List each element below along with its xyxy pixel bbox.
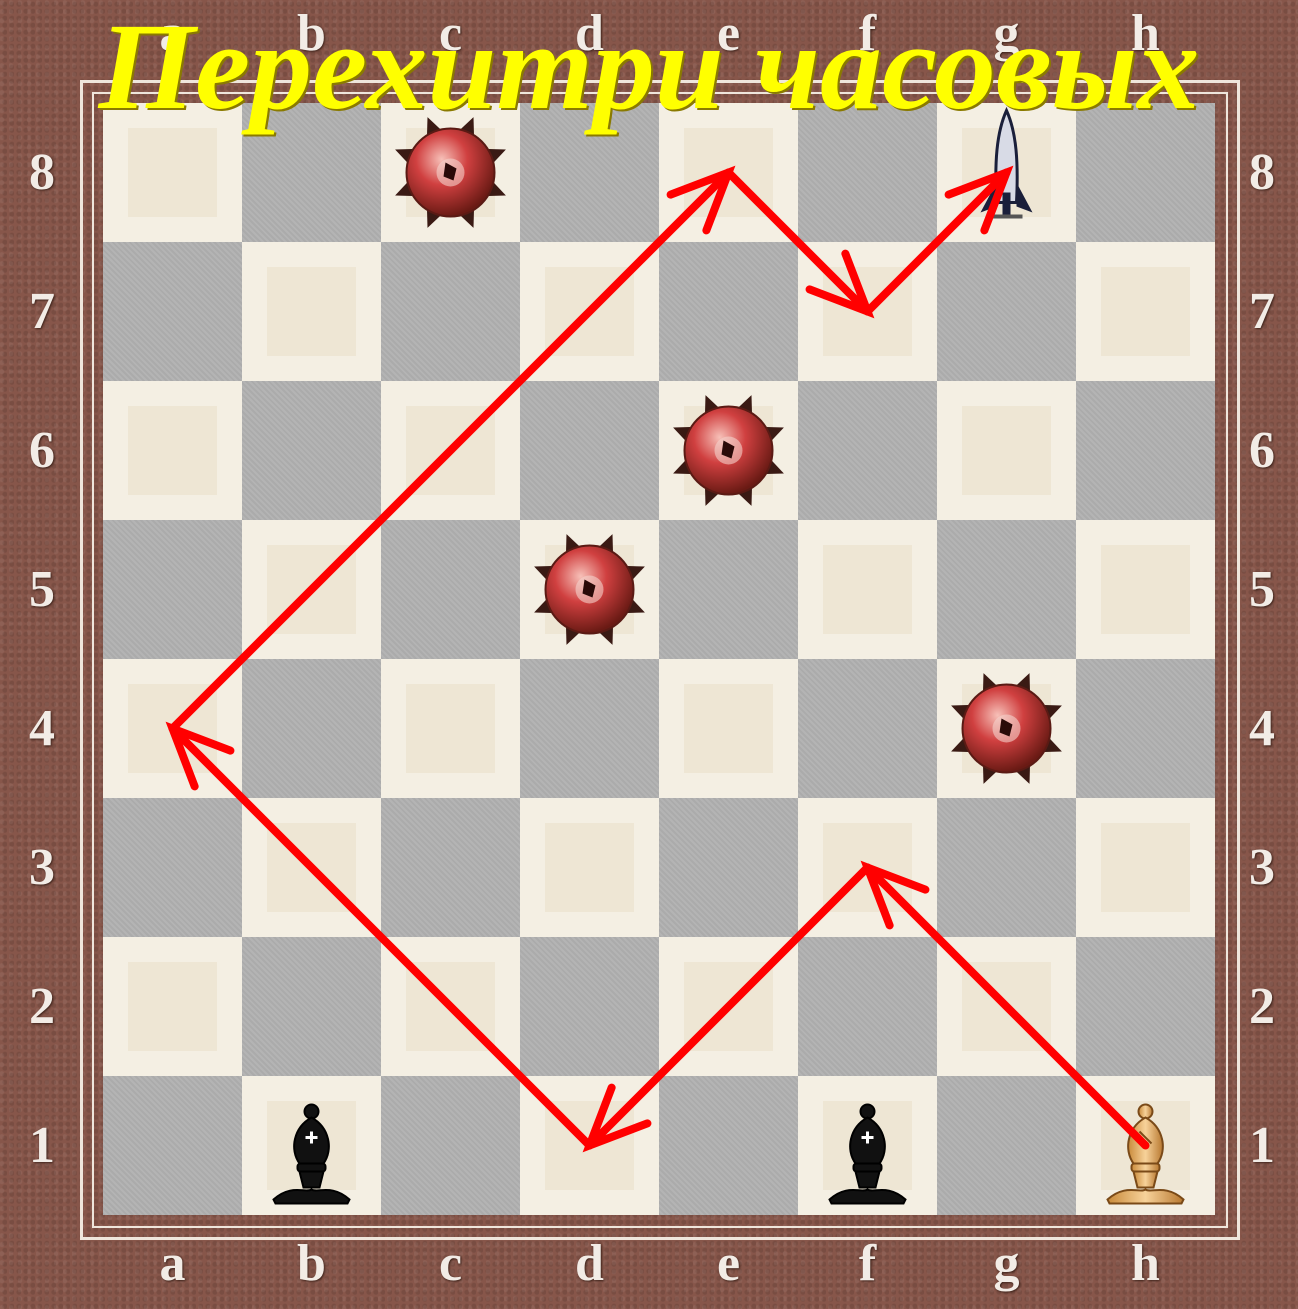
mine-icon bbox=[534, 534, 645, 645]
path-arrow bbox=[173, 173, 729, 729]
path-arrow bbox=[173, 729, 590, 1146]
page-title: Перехитри часовых bbox=[0, 0, 1298, 138]
path-arrow bbox=[729, 173, 868, 312]
mine-icon bbox=[951, 673, 1062, 784]
path-arrow bbox=[868, 868, 1146, 1146]
mine-icon bbox=[673, 395, 784, 506]
black-bishop-icon[interactable] bbox=[274, 1105, 350, 1204]
path-arrow bbox=[590, 868, 868, 1146]
black-bishop-icon[interactable] bbox=[830, 1105, 906, 1204]
path-arrow bbox=[868, 173, 1007, 312]
